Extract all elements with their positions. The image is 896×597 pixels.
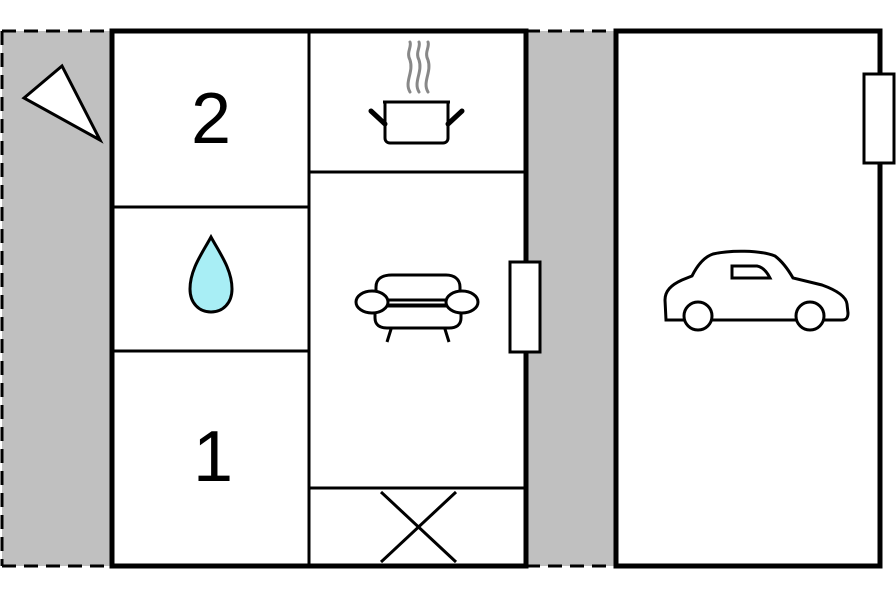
compass-triangle-icon	[21, 63, 104, 144]
interior-walls	[112, 31, 526, 566]
water-drop-icon	[188, 233, 234, 314]
garage-door-icon	[862, 72, 896, 165]
cross-mark-icon	[379, 490, 458, 564]
left-terrace	[2, 31, 112, 566]
room-label-bedroom-1: 1	[193, 417, 233, 497]
car-icon	[663, 249, 850, 332]
cooking-pot-icon	[368, 40, 465, 145]
sofa-icon	[354, 273, 480, 343]
terrace-dashed-border	[0, 29, 614, 568]
room-label-bedroom-2: 2	[191, 79, 231, 159]
door-icon	[508, 260, 542, 354]
